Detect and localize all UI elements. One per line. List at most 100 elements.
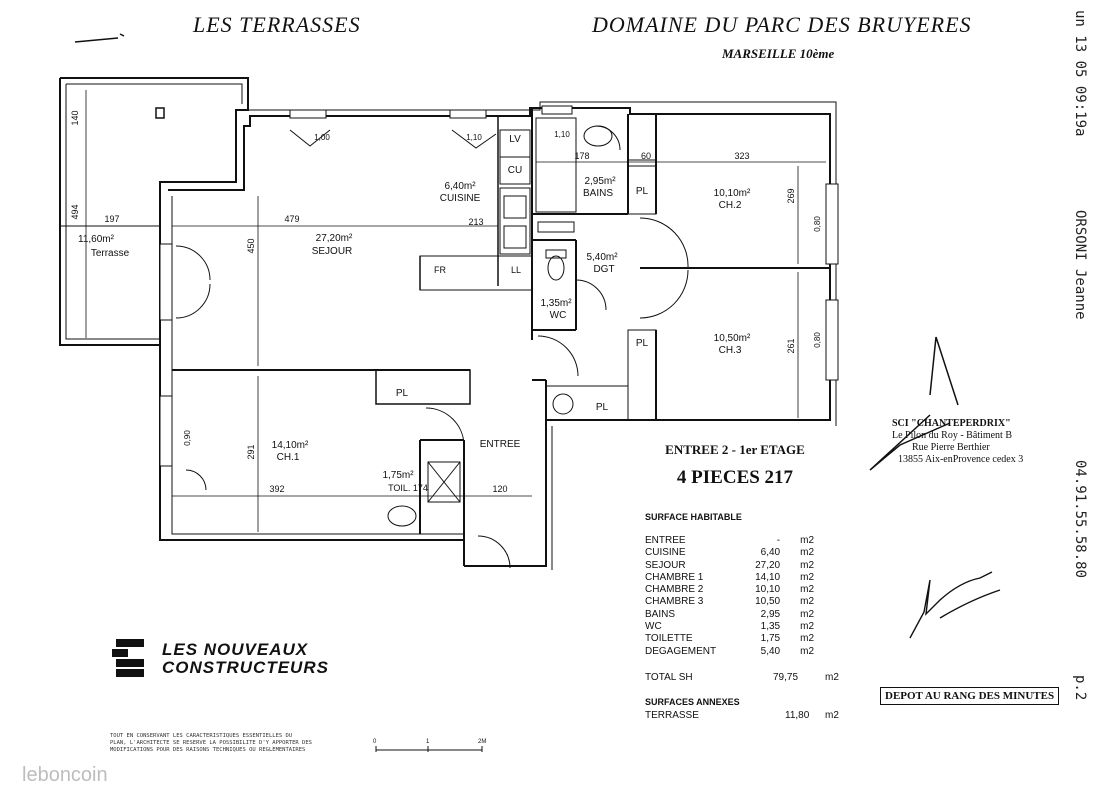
scale-2: 2M (478, 739, 487, 745)
annex-unit: m2 (825, 710, 839, 721)
fax-phone: 04.91.55.58.80 (1072, 460, 1088, 579)
signature-mark (869, 336, 959, 471)
surface-row-unit: m2 (800, 596, 815, 608)
surface-row-label: WC (645, 621, 662, 633)
surface-row-label: ENTREE (645, 535, 686, 546)
annex-label: TERRASSE (645, 710, 699, 721)
terrasse-name: Terrasse (91, 248, 130, 259)
surface-row-unit: m2 (800, 645, 815, 657)
total-unit: m2 (825, 672, 839, 683)
disclaimer-line-1: TOUT EN CONSERVANT LES CARACTERISTIQUES … (110, 733, 293, 739)
watermark: leboncoin (22, 764, 108, 786)
ch1-dim-2: 291 (246, 444, 256, 459)
surface-row-label: CHAMBRE 3 (645, 596, 704, 608)
signature (909, 571, 1001, 639)
bains-dim-1: 178 (574, 151, 589, 161)
total-row: TOTAL SH 79,75 m2 (645, 672, 855, 683)
lot-label: 4 PIECES 217 (676, 467, 794, 488)
stamp-line-4: 13855 Aix-enProvence cedex 3 (898, 454, 1024, 465)
surface-row-value: - (776, 535, 781, 546)
floor-plan: 11,60m² Terrasse 197 494 140 27,20m² SEJ… (59, 77, 839, 570)
total-label: TOTAL SH (645, 672, 693, 683)
dim-60: 60 (641, 151, 651, 161)
fax-header: un 13 05 09:19a ORSONI Jeanne 04.91.55.5… (1062, 10, 1092, 710)
ch3-dim-1: 261 (786, 338, 796, 353)
fixture-lv: LV (509, 134, 521, 145)
logo-icon (112, 639, 144, 677)
sejour-dim-2: 450 (246, 238, 256, 253)
fax-name: ORSONI Jeanne (1072, 210, 1088, 320)
toil-name: TOIL. 174 (388, 483, 428, 493)
terrasse-dim-2: 494 (70, 204, 80, 219)
surface-row-unit: m2 (800, 547, 815, 559)
window-label-2: 1,10 (466, 133, 482, 142)
project-title-right: DOMAINE DU PARC DES BRUYERES (592, 12, 972, 37)
ch1-name: CH.1 (277, 452, 300, 463)
surface-row-value: 27,20 (755, 559, 781, 571)
surface-row: ENTREE - m2 (645, 535, 820, 547)
surface-row-label: CHAMBRE 2 (645, 584, 704, 596)
disclaimer: TOUT EN CONSERVANT LES CARACTERISTIQUES … (110, 733, 320, 754)
stamp-line-2: Le Pilon du Roy - Bâtiment B (892, 430, 1012, 441)
fixture-pl-4: PL (396, 388, 409, 399)
ch2-dim-1: 323 (734, 151, 749, 161)
stamp-line-3: Rue Pierre Berthier (912, 442, 990, 453)
fixture-pl-1: PL (636, 186, 649, 197)
sejour-dim-1: 479 (284, 214, 299, 224)
surface-row-value: 1,35 (760, 621, 781, 633)
fixture-ll: LL (511, 265, 521, 275)
surface-row-value: 1,75 (760, 633, 781, 645)
fixture-pl-2: PL (636, 338, 649, 349)
total-value: 79,75 (773, 672, 799, 683)
surface-row-value: 2,95 (760, 608, 781, 620)
cuisine-area: 6,40m² (444, 181, 476, 192)
surface-row-label: CHAMBRE 1 (645, 571, 704, 583)
ch2-name: CH.2 (719, 200, 742, 211)
terrasse-dim-1: 197 (104, 214, 119, 224)
pen-mark (74, 33, 125, 43)
surface-row-label: TOILETTE (645, 633, 693, 645)
surface-row-value: 14,10 (755, 571, 781, 583)
company-stamp: SCI "CHANTEPERDRIX" Le Pilon du Roy - Bâ… (892, 418, 1023, 466)
surface-row-unit: m2 (800, 633, 815, 645)
cuisine-name: CUISINE (440, 193, 481, 204)
ch1-area: 14,10m² (272, 440, 309, 451)
sejour-area: 27,20m² (316, 233, 353, 244)
surface-row-unit: m2 (800, 621, 815, 633)
wc-area: 1,35m² (540, 298, 572, 309)
surface-row-unit: m2 (800, 559, 815, 571)
depot-box: DEPOT AU RANG DES MINUTES (880, 687, 1060, 705)
ch2-area: 10,10m² (714, 188, 751, 199)
logo-line-2: CONSTRUCTEURS (162, 658, 329, 677)
fixture-fr: FR (434, 265, 446, 275)
entree-dim-1: 120 (492, 484, 507, 494)
bains-name: BAINS (583, 188, 613, 199)
annex-row: TERRASSE 11,80 m2 (645, 710, 855, 721)
surface-row-unit: m2 (800, 608, 815, 620)
fax-page: p.2 (1072, 675, 1088, 701)
entree-name: ENTREE (480, 439, 521, 450)
surface-row-unit: m2 (800, 535, 815, 546)
dgt-name: DGT (593, 264, 614, 275)
disclaimer-line-3: MODIFICATIONS POUR DES RAISONS TECHNIQUE… (110, 747, 306, 753)
surface-row-value: 6,40 (760, 547, 781, 559)
surface-row-value: 10,10 (755, 584, 781, 596)
scale-1: 1 (426, 739, 430, 745)
annex-value: 11,80 (785, 710, 810, 721)
ch3-name: CH.3 (719, 345, 742, 356)
fixture-pl-3: PL (596, 402, 609, 413)
terrasse-dim-3: 140 (70, 110, 80, 125)
disclaimer-line-2: PLAN, L'ARCHITECTE SE RESERVE LA POSSIBI… (110, 740, 312, 746)
surface-row: TOILETTE 1,75 m2 (645, 633, 820, 645)
surface-row-label: DEGAGEMENT (645, 645, 717, 657)
terrasse-area: 11,60m² (78, 234, 115, 245)
cuisine-dim-1: 213 (468, 217, 483, 227)
dgt-area: 5,40m² (586, 252, 618, 263)
window-label-1: 1,00 (314, 133, 330, 142)
